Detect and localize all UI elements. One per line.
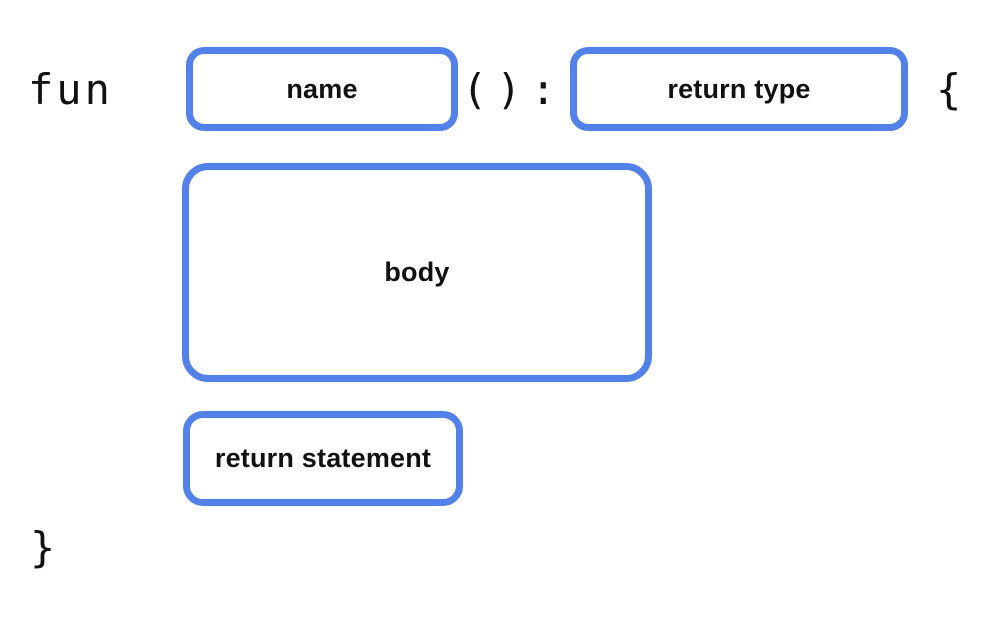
close-brace-token: } (30, 523, 56, 572)
body-slot-box: body (182, 163, 652, 382)
return-statement-slot-label: return statement (214, 443, 432, 473)
parens-colon-token: (): (462, 65, 565, 114)
body-slot-label: body (384, 257, 450, 287)
fun-keyword: fun (28, 65, 113, 114)
name-slot-label: name (286, 73, 358, 104)
return-type-slot-box: return type (570, 47, 908, 131)
open-brace-token: { (936, 65, 962, 114)
return-statement-slot-box: return statement (183, 411, 463, 506)
name-slot-box: name (186, 47, 458, 131)
return-type-slot-label: return type (667, 73, 811, 104)
